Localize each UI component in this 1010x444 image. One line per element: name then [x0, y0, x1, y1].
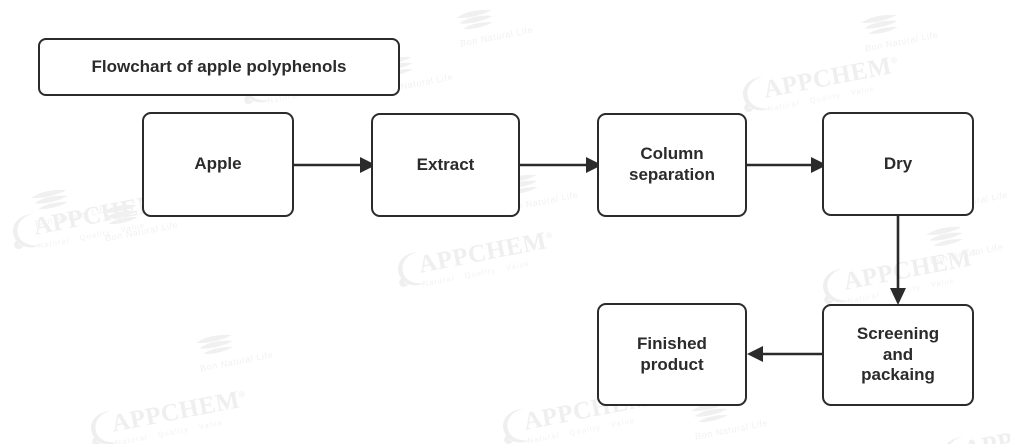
- flowchart-node-label: Extract: [416, 154, 475, 174]
- flowchart-node-label: Screening and packaing: [856, 323, 940, 385]
- flowchart-node-dry: Dry: [822, 112, 974, 216]
- flowchart-title-box: Flowchart of apple polyphenols: [38, 38, 400, 96]
- flowchart-node-screening-and-packaging: Screening and packaing: [822, 304, 974, 406]
- flowchart-node-finished-product: Finished product: [597, 303, 747, 406]
- flowchart-node-label: Finished product: [637, 333, 707, 374]
- flowchart-title-label: Flowchart of apple polyphenols: [91, 56, 347, 76]
- flowchart-node-column-separation: Column separation: [597, 113, 747, 217]
- flowchart-node-label: Apple: [194, 154, 242, 174]
- flowchart-node-apple: Apple: [142, 112, 294, 217]
- flowchart-node-extract: Extract: [371, 113, 520, 217]
- flowchart-node-label: Dry: [883, 153, 913, 173]
- flowchart-node-label: Column separation: [629, 144, 715, 184]
